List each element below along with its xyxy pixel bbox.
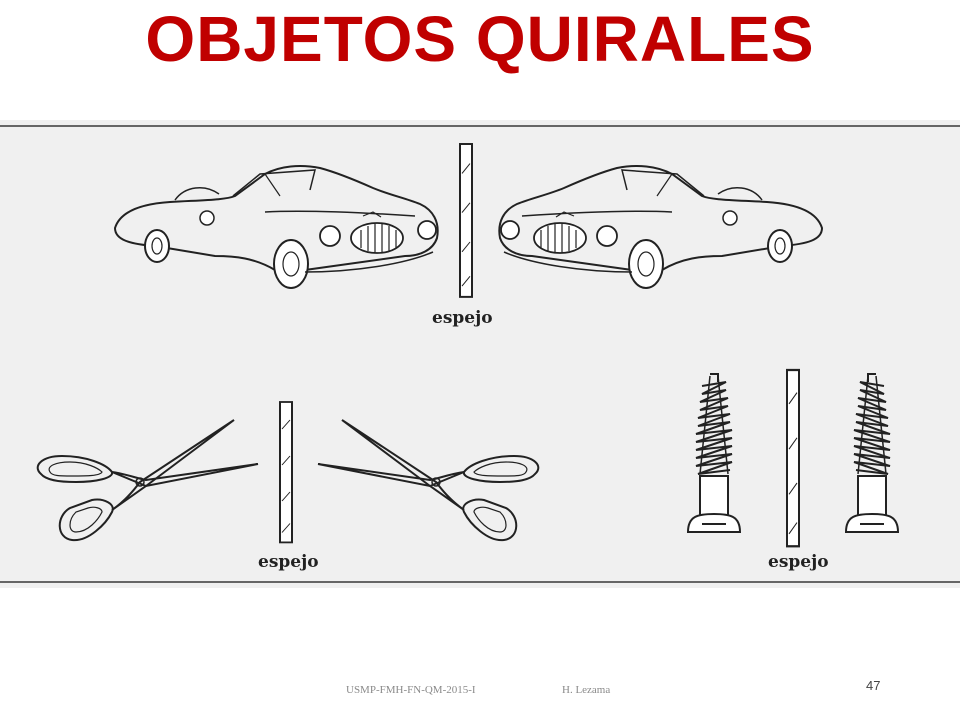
mirror-label-screws: espejo bbox=[768, 552, 829, 572]
chirality-figure: espejo espejo espejo bbox=[0, 120, 960, 588]
screw-right bbox=[845, 373, 899, 533]
mirror-cars bbox=[459, 143, 473, 298]
scissors-left bbox=[36, 419, 260, 542]
scissors-right bbox=[317, 419, 540, 542]
mirror-scissors bbox=[279, 401, 293, 544]
page-number: 47 bbox=[866, 678, 881, 693]
mirror-label-cars: espejo bbox=[432, 308, 493, 328]
car-left bbox=[114, 165, 439, 289]
car-right bbox=[498, 165, 823, 289]
footer-author: H. Lezama bbox=[562, 684, 611, 696]
mirror-screws bbox=[785, 368, 801, 548]
mirror-label-scissors: espejo bbox=[258, 552, 319, 572]
screw-left bbox=[687, 373, 741, 533]
footer-course: USMP-FMH-FN-QM-2015-I bbox=[346, 684, 476, 696]
slide-title: OBJETOS QUIRALES bbox=[145, 3, 815, 75]
figure-drawing bbox=[0, 125, 960, 583]
